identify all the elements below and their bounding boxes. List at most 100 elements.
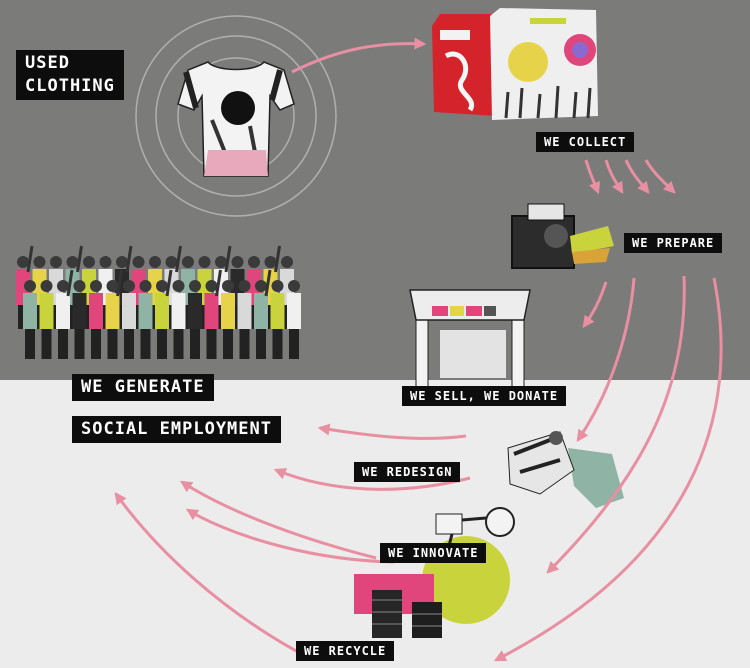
person-head <box>248 256 260 268</box>
person-head <box>40 280 53 292</box>
person-head <box>83 256 95 268</box>
person-body <box>221 293 235 329</box>
used-clothing-line-2: CLOTHING <box>25 76 115 96</box>
person-head <box>271 280 284 292</box>
we-prepare-label: WE PREPARE <box>624 233 723 253</box>
we-generate-label: WE GENERATE <box>72 374 214 401</box>
person-head <box>189 280 201 292</box>
person-head <box>182 256 194 268</box>
we-collect-label: WE COLLECT <box>536 132 635 152</box>
person-legs <box>25 329 35 359</box>
person-head <box>73 280 86 292</box>
raised-arm <box>125 245 133 273</box>
raised-arm <box>224 245 232 273</box>
person-legs <box>41 329 52 359</box>
person-head <box>24 280 36 292</box>
person-body <box>89 293 103 329</box>
flow-arrows <box>114 37 723 662</box>
person-body <box>72 293 87 329</box>
sorting-machine-icon <box>511 203 614 269</box>
person-legs <box>107 329 118 359</box>
raised-arm <box>264 269 272 297</box>
person-head <box>106 280 119 292</box>
person-head <box>149 256 161 268</box>
raised-arm <box>116 269 123 297</box>
person-head <box>99 256 112 268</box>
person-legs <box>157 329 167 359</box>
person-body <box>287 293 301 329</box>
person-body <box>237 293 252 329</box>
person-head <box>156 280 168 292</box>
second-hand-shop-icon <box>409 289 531 391</box>
person-body <box>204 293 219 329</box>
person-head <box>132 256 145 268</box>
person-head <box>165 256 178 268</box>
person-body <box>105 293 120 329</box>
person-body <box>188 293 202 329</box>
person-body <box>254 293 268 329</box>
raised-arm <box>76 245 83 273</box>
raised-arm <box>215 269 222 297</box>
crowd-of-workers-icon <box>16 245 301 359</box>
person-body <box>171 293 186 329</box>
person-head <box>57 280 69 292</box>
person-head <box>231 256 244 268</box>
raised-arm <box>66 269 74 297</box>
person-legs <box>58 329 68 359</box>
raised-arm <box>175 245 182 273</box>
person-legs <box>256 329 266 359</box>
person-body <box>56 293 70 329</box>
we-recycle-label: WE RECYCLE <box>296 641 395 661</box>
person-body <box>155 293 169 329</box>
person-legs <box>223 329 233 359</box>
person-body <box>39 293 54 329</box>
recycled-fibre-bales-icon <box>354 574 442 638</box>
we-redesign-label: WE REDESIGN <box>354 462 461 482</box>
person-head <box>288 280 300 292</box>
person-legs <box>91 329 101 359</box>
person-legs <box>206 329 217 359</box>
raised-arm <box>26 245 34 273</box>
person-legs <box>140 329 151 359</box>
person-head <box>205 280 218 292</box>
raised-arm <box>274 245 281 273</box>
person-head <box>264 256 277 268</box>
person-head <box>198 256 211 268</box>
person-legs <box>190 329 200 359</box>
person-legs <box>74 329 85 359</box>
clothing-collection-bins-icon <box>432 8 598 120</box>
person-body <box>23 293 37 329</box>
used-clothing-label: USED CLOTHING <box>16 50 124 100</box>
sewing-redesign-icon <box>507 431 624 508</box>
person-legs <box>173 329 184 359</box>
person-head <box>17 256 29 268</box>
person-body <box>138 293 153 329</box>
person-head <box>281 256 293 268</box>
person-legs <box>272 329 283 359</box>
person-head <box>215 256 227 268</box>
person-head <box>123 280 135 292</box>
person-legs <box>124 329 134 359</box>
person-head <box>116 256 128 268</box>
social-employment-label: SOCIAL EMPLOYMENT <box>72 416 281 443</box>
we-innovate-label: WE INNOVATE <box>380 543 487 563</box>
person-head <box>222 280 234 292</box>
person-head <box>255 280 267 292</box>
person-head <box>90 280 102 292</box>
person-head <box>238 280 251 292</box>
person-head <box>172 280 185 292</box>
person-legs <box>289 329 299 359</box>
we-sell-we-donate-label: WE SELL, WE DONATE <box>402 386 567 406</box>
person-body <box>122 293 136 329</box>
person-head <box>139 280 152 292</box>
person-body <box>270 293 285 329</box>
person-head <box>66 256 79 268</box>
used-clothing-line-1: USED <box>25 53 70 73</box>
t-shirt-icon <box>177 61 295 177</box>
person-head <box>33 256 46 268</box>
raised-arm <box>165 269 173 297</box>
person-legs <box>239 329 250 359</box>
person-head <box>50 256 62 268</box>
